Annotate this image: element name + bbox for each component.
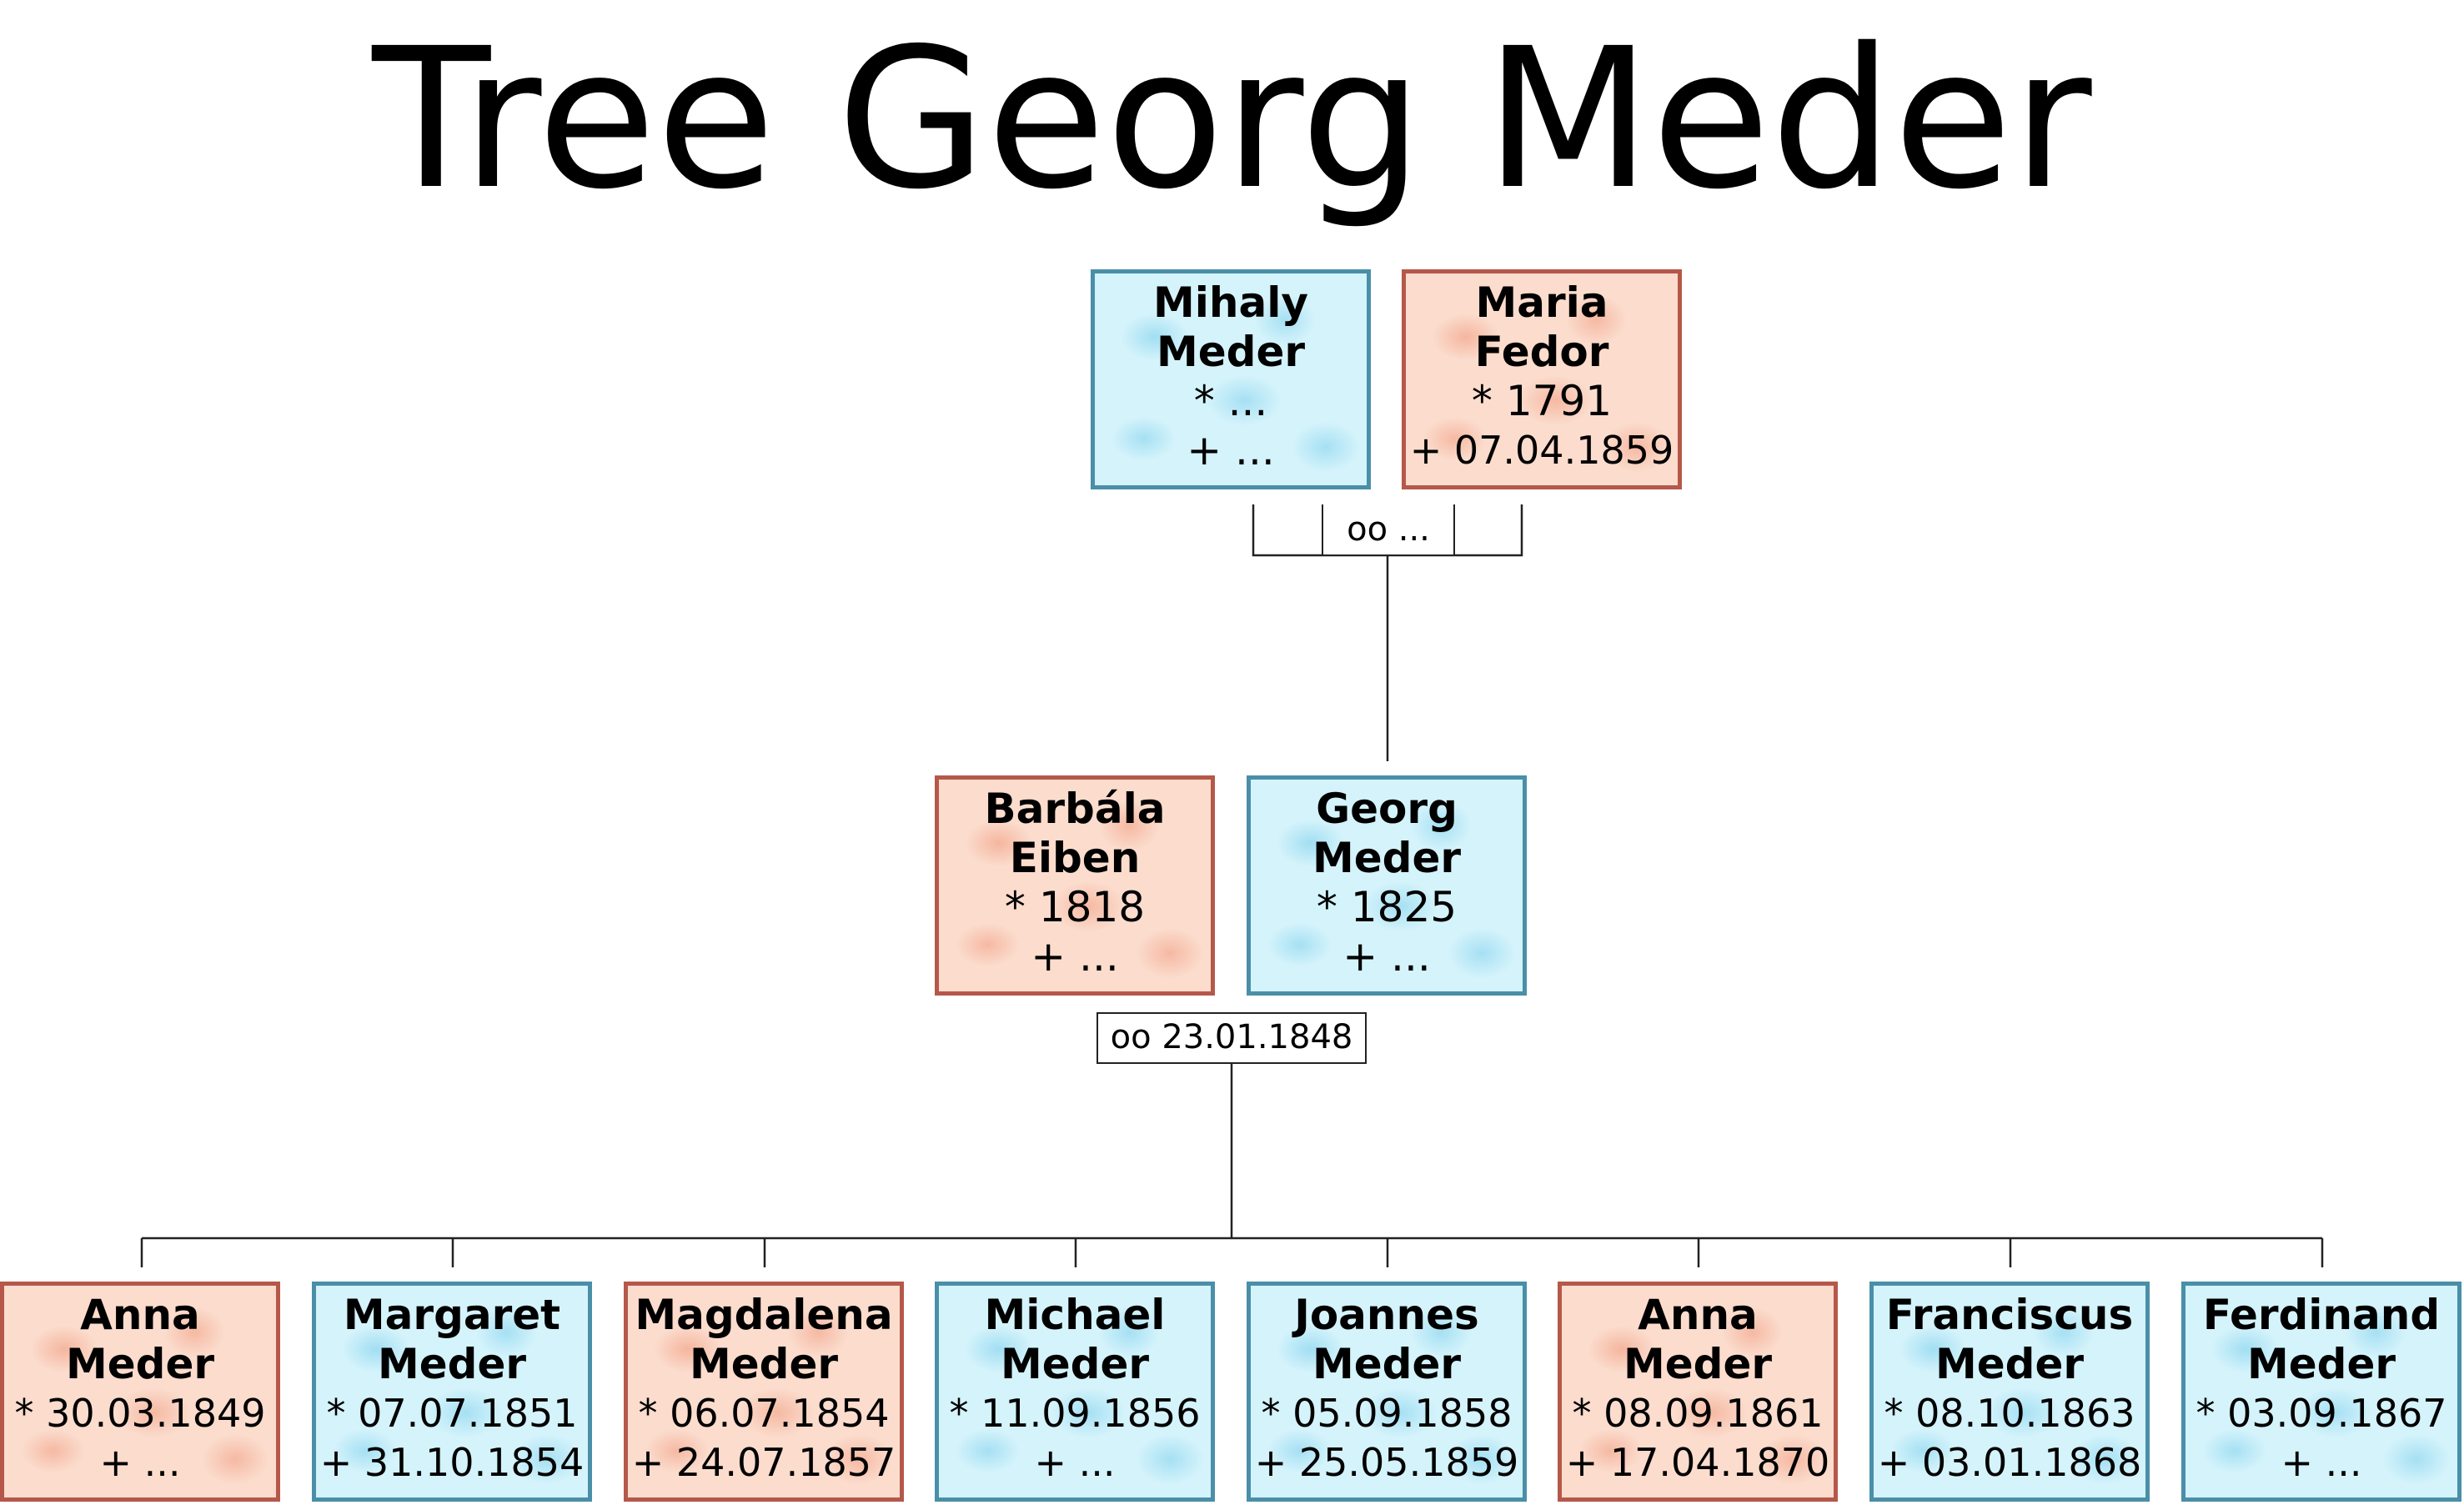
person-birth: * 07.07.1851 (326, 1391, 578, 1436)
person-death: + ... (1034, 1440, 1116, 1485)
person-first-name: Barbála (984, 785, 1166, 833)
person-birth: * 05.09.1858 (1261, 1391, 1513, 1436)
person-first-name: Franciscus (1885, 1291, 2134, 1339)
person-card-child[interactable]: Ferdinand Meder * 03.09.1867 + ... (2181, 1282, 2461, 1502)
person-birth: * 1825 (1316, 883, 1458, 931)
person-first-name: Maria (1475, 278, 1608, 327)
person-first-name: Joannes (1294, 1291, 1479, 1339)
person-last-name: Meder (377, 1340, 527, 1388)
person-first-name: Magdalena (635, 1291, 893, 1339)
person-last-name: Meder (689, 1340, 839, 1388)
person-card-maria-fedor[interactable]: Maria Fedor * 1791 + 07.04.1859 (1402, 269, 1682, 489)
person-last-name: Meder (1312, 834, 1462, 882)
person-last-name: Meder (65, 1340, 215, 1388)
person-birth: * 08.10.1863 (1884, 1391, 2135, 1436)
person-birth: * 03.09.1867 (2196, 1391, 2447, 1436)
person-card-child[interactable]: Franciscus Meder * 08.10.1863 + 03.01.18… (1869, 1282, 2150, 1502)
person-card-mihaly-meder[interactable]: Mihaly Meder * ... + ... (1091, 269, 1371, 489)
page-title: Tree Georg Meder (372, 7, 2092, 232)
person-last-name: Meder (2246, 1340, 2396, 1388)
person-birth: * 1791 (1471, 377, 1613, 425)
person-death: + 03.01.1868 (1877, 1440, 2142, 1485)
person-card-child[interactable]: Joannes Meder * 05.09.1858 + 25.05.1859 (1247, 1282, 1527, 1502)
person-birth: * 08.09.1861 (1572, 1391, 1824, 1436)
person-birth: * 30.03.1849 (14, 1391, 266, 1436)
person-death: + 25.05.1859 (1254, 1440, 1519, 1485)
person-death: + ... (1187, 426, 1275, 474)
person-birth: * 1818 (1004, 883, 1146, 931)
person-birth: * 06.07.1854 (638, 1391, 890, 1436)
person-last-name: Meder (1935, 1340, 2085, 1388)
person-last-name: Meder (1312, 1340, 1462, 1388)
person-card-georg-meder[interactable]: Georg Meder * 1825 + ... (1247, 775, 1527, 996)
parents-marriage-label: oo 23.01.1848 (1097, 1012, 1367, 1064)
person-first-name: Michael (984, 1291, 1166, 1339)
person-death: + 17.04.1870 (1565, 1440, 1830, 1485)
person-death: + ... (2281, 1440, 2362, 1485)
person-death: + ... (99, 1440, 181, 1485)
person-card-child[interactable]: Margaret Meder * 07.07.1851 + 31.10.1854 (312, 1282, 592, 1502)
person-last-name: Meder (1623, 1340, 1773, 1388)
person-card-child[interactable]: Anna Meder * 30.03.1849 + ... (0, 1282, 280, 1502)
person-last-name: Meder (1156, 328, 1306, 376)
person-death: + 07.04.1859 (1409, 428, 1674, 473)
person-card-child[interactable]: Michael Meder * 11.09.1856 + ... (935, 1282, 1215, 1502)
person-first-name: Ferdinand (2202, 1291, 2441, 1339)
person-first-name: Anna (80, 1291, 200, 1339)
person-death: + 24.07.1857 (631, 1440, 896, 1485)
person-first-name: Georg (1316, 785, 1458, 833)
person-first-name: Anna (1638, 1291, 1758, 1339)
person-death: + 31.10.1854 (319, 1440, 585, 1485)
grandparents-marriage-label: oo ... (1322, 504, 1455, 556)
person-first-name: Margaret (343, 1291, 561, 1339)
person-card-child[interactable]: Magdalena Meder * 06.07.1854 + 24.07.185… (624, 1282, 904, 1502)
person-first-name: Mihaly (1153, 278, 1308, 327)
person-birth: * ... (1193, 377, 1268, 425)
person-last-name: Eiben (1009, 834, 1141, 882)
person-death: + ... (1342, 932, 1431, 981)
person-last-name: Fedor (1474, 328, 1609, 376)
person-card-child[interactable]: Anna Meder * 08.09.1861 + 17.04.1870 (1558, 1282, 1838, 1502)
person-birth: * 11.09.1856 (949, 1391, 1201, 1436)
person-card-barbala-eiben[interactable]: Barbála Eiben * 1818 + ... (935, 775, 1215, 996)
person-death: + ... (1031, 932, 1119, 981)
person-last-name: Meder (1000, 1340, 1150, 1388)
